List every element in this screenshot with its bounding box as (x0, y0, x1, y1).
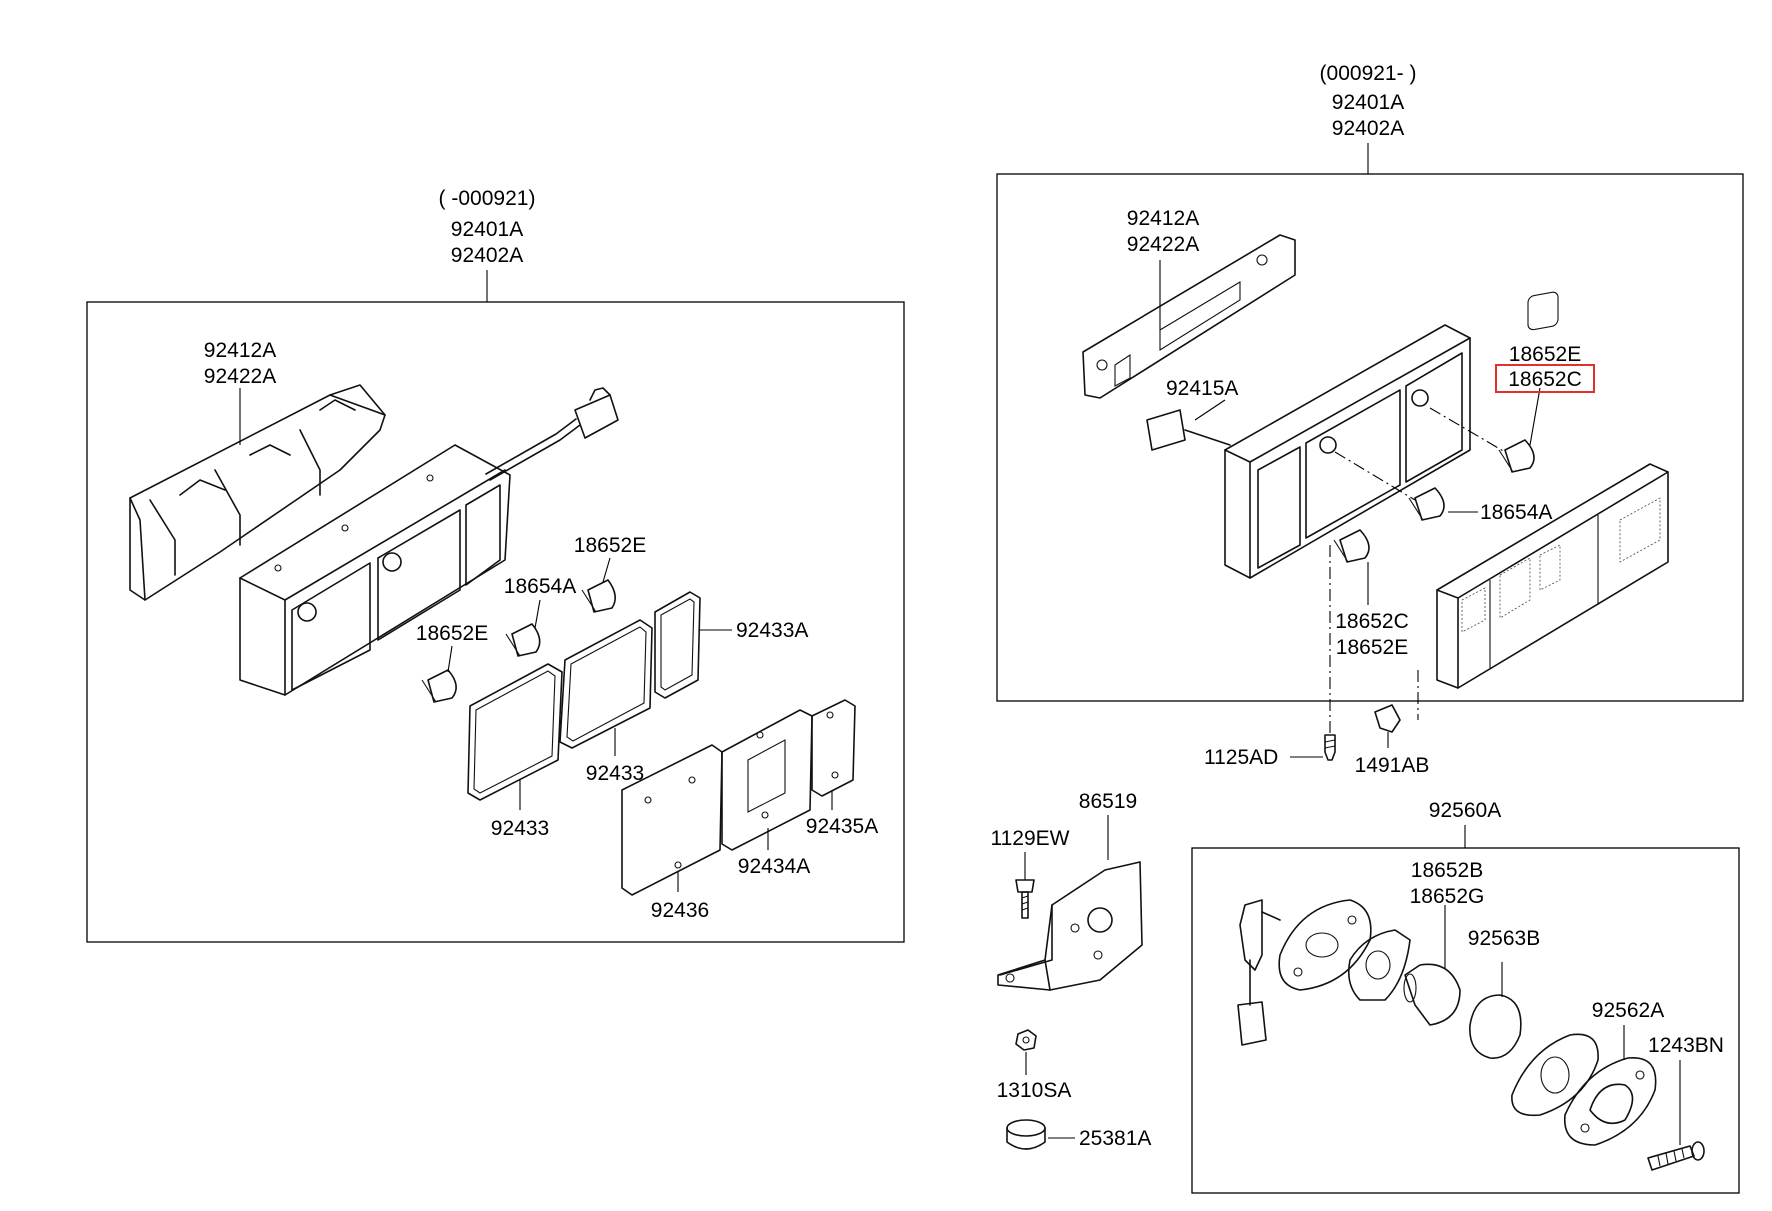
license-lamp-lens (1469, 994, 1522, 1059)
left-gasket-right (654, 591, 701, 699)
left-lamp-housing (239, 444, 511, 696)
left-bulb-mid (505, 623, 541, 657)
license-lamp-screw-label[interactable]: 1243BN (1648, 1034, 1724, 1057)
license-lamp-assembly-label[interactable]: 92560A (1429, 799, 1501, 822)
bolt-label[interactable]: 1129EW (991, 827, 1070, 850)
right-bulb-low (1333, 529, 1370, 563)
right-bulb-mid (1408, 487, 1445, 521)
clip-1491ab-label[interactable]: 1491AB (1355, 754, 1430, 777)
license-lamp-base (1278, 899, 1372, 991)
license-lamp-frame (1191, 847, 1740, 1194)
license-lamp-screw (1647, 1141, 1705, 1171)
nut-label[interactable]: 1310SA (997, 1079, 1072, 1102)
license-lamp-cover (1564, 1057, 1657, 1146)
left-mounting-bracket (129, 384, 386, 601)
left-bulb-low-label[interactable]: 18652E (416, 622, 488, 645)
left-housing-label-b[interactable]: 92422A (204, 365, 276, 388)
bushing-25381a (1006, 1119, 1046, 1150)
left-gasket-left (467, 663, 563, 801)
left-gasket-left-label[interactable]: 92433 (491, 817, 549, 840)
left-bulb-mid-label[interactable]: 18654A (504, 575, 576, 598)
screw-1125ad (1324, 734, 1336, 761)
right-top-gasket-label-a[interactable]: 92412A (1127, 207, 1199, 230)
license-lamp-assembly: 92560A 18652B 18652G (1191, 799, 1740, 1194)
license-lamp-gasket (1511, 1033, 1599, 1117)
bracket-label[interactable]: 86519 (1079, 790, 1137, 813)
bushing-label[interactable]: 25381A (1079, 1127, 1151, 1150)
right-bulb-c (1498, 439, 1535, 473)
right-bulb-c-leader (1529, 387, 1541, 446)
license-lamp-gasket-label[interactable]: 92562A (1592, 999, 1664, 1022)
bolt-1129ew (1015, 879, 1035, 919)
left-bulb-mid-leader (534, 599, 541, 629)
left-lens-right-label[interactable]: 92435A (806, 815, 878, 838)
right-bulb-low-label-c[interactable]: 18652C (1335, 610, 1409, 633)
right-assembly-frame (996, 173, 1744, 702)
left-assembly-frame (86, 301, 905, 943)
right-bulb-low-label-e[interactable]: 18652E (1336, 636, 1408, 659)
left-date-range: ( -000921) (439, 187, 536, 210)
right-bulb-mid-label[interactable]: 18654A (1480, 501, 1552, 524)
left-bulb-low-leader (447, 645, 453, 673)
screw-1125ad-label[interactable]: 1125AD (1204, 746, 1278, 769)
left-bulb-top (581, 579, 616, 613)
left-lens-mid-label[interactable]: 92434A (738, 855, 810, 878)
right-connector-leader (1194, 399, 1226, 421)
left-lens-left (621, 744, 723, 896)
license-lamp-bulb-label-b[interactable]: 18652G (1410, 885, 1485, 908)
right-connector-label[interactable]: 92415A (1166, 377, 1238, 400)
right-part-number-lower[interactable]: 92402A (1332, 117, 1404, 140)
left-wire-connector (485, 387, 619, 481)
right-top-gasket-label-b[interactable]: 92422A (1127, 233, 1199, 256)
left-gasket-mid (559, 619, 653, 749)
highlight-box (1495, 364, 1595, 393)
left-assembly: ( -000921) 92401A 92402A 92412A 92422A (86, 187, 905, 943)
license-lamp-holder (1347, 929, 1411, 1001)
right-lens (1436, 291, 1669, 689)
left-bulb-low (421, 669, 457, 703)
nut-1310sa (1015, 1029, 1037, 1051)
license-lamp-bulb (1403, 963, 1461, 1026)
left-housing-label-a[interactable]: 92412A (204, 339, 276, 362)
left-lens-right (811, 699, 856, 797)
left-bulb-top-leader (602, 557, 611, 583)
right-part-number-upper[interactable]: 92401A (1332, 91, 1404, 114)
bracket-group: 86519 1129EW 1310SA 25381A (991, 790, 1152, 1150)
left-gasket-mid-label[interactable]: 92433 (586, 762, 644, 785)
left-gasket-right-label[interactable]: 92433A (736, 619, 808, 642)
right-lamp-housing (1224, 324, 1471, 579)
right-assembly: (000921- ) 92401A 92402A 92412A 92422A (996, 62, 1744, 735)
bracket-86519 (997, 861, 1143, 991)
license-lamp-bulb-label-a[interactable]: 18652B (1411, 859, 1483, 882)
license-lamp-lens-label[interactable]: 92563B (1468, 927, 1540, 950)
left-lens-mid (721, 709, 813, 851)
right-bulb-c-label[interactable]: 18652C (1508, 368, 1582, 391)
left-lens-left-label[interactable]: 92436 (651, 899, 709, 922)
left-part-number-upper[interactable]: 92401A (451, 218, 523, 241)
left-bulb-top-label[interactable]: 18652E (574, 534, 646, 557)
right-connector (1146, 409, 1231, 451)
clip-1491ab (1374, 704, 1401, 733)
left-part-number-lower[interactable]: 92402A (451, 244, 523, 267)
right-top-gasket (1082, 234, 1296, 399)
right-bulb-e-label[interactable]: 18652E (1509, 343, 1581, 366)
license-lamp-socket (1237, 899, 1281, 1046)
right-date-range: (000921- ) (1320, 62, 1417, 85)
